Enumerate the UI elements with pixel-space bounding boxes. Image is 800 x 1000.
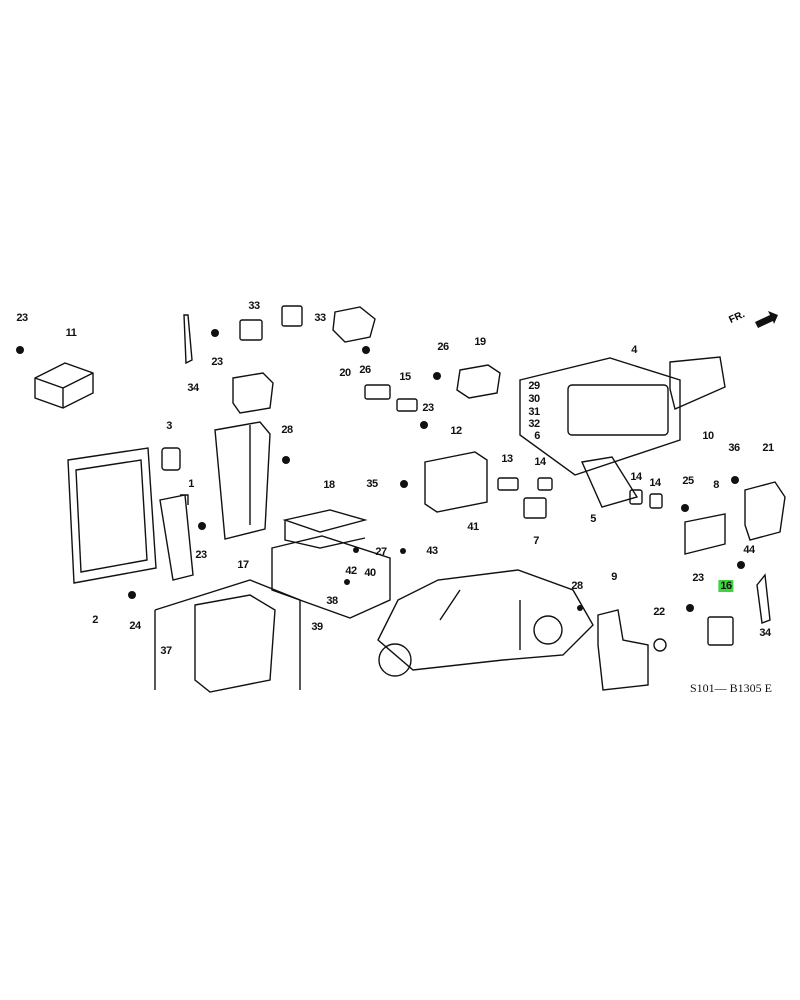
vehicle-outline: [377, 569, 594, 677]
part-label[interactable]: 23: [211, 356, 223, 368]
part-label[interactable]: 37: [160, 645, 172, 657]
part-label[interactable]: 26: [437, 341, 449, 353]
part-label[interactable]: 2: [92, 614, 98, 626]
diagram-code: S101— B1305 E: [690, 681, 773, 695]
part-22-grommet: [653, 638, 667, 652]
part-label[interactable]: 22: [653, 606, 665, 618]
part-label[interactable]: 14: [649, 477, 661, 489]
part-label[interactable]: 42: [345, 565, 357, 577]
part-label[interactable]: 14: [630, 471, 642, 483]
part-label[interactable]: 13: [501, 453, 513, 465]
part-label[interactable]: 26: [359, 364, 371, 376]
part-label[interactable]: 17: [237, 559, 249, 571]
part-label[interactable]: 15: [399, 371, 411, 383]
part-label[interactable]: 30: [528, 393, 540, 405]
part-label[interactable]: 25: [682, 475, 694, 487]
part-label[interactable]: 4: [631, 344, 637, 356]
part-label[interactable]: 3: [166, 420, 172, 432]
part-label[interactable]: 7: [533, 535, 539, 547]
part-12-module: [424, 451, 488, 513]
part-label[interactable]: 43: [426, 545, 438, 557]
part-label-highlighted[interactable]: 16: [718, 580, 734, 592]
part-label[interactable]: 1: [188, 478, 194, 490]
part-label[interactable]: 10: [702, 430, 714, 442]
part-label[interactable]: 38: [326, 595, 338, 607]
part-label[interactable]: 23: [16, 312, 28, 324]
part-label[interactable]: 19: [474, 336, 486, 348]
part-label[interactable]: 27: [375, 546, 387, 558]
part-label[interactable]: 28: [571, 580, 583, 592]
part-label[interactable]: 12: [450, 425, 462, 437]
part-37-ecu: [154, 579, 301, 693]
part-label[interactable]: 11: [65, 327, 77, 339]
part-label[interactable]: 34: [187, 382, 199, 394]
part-label[interactable]: 6: [534, 430, 540, 442]
part-14-relay: [537, 477, 663, 509]
part-label[interactable]: 32: [528, 418, 540, 430]
part-label[interactable]: 21: [762, 442, 774, 454]
part-label[interactable]: 24: [129, 620, 141, 632]
part-33-relay-b: [281, 305, 303, 327]
fr-arrow-icon: [755, 311, 778, 328]
part-15-unit: [364, 384, 418, 412]
part-5-panel: [580, 456, 639, 508]
part-39-kit-frame: [271, 535, 391, 619]
part-33-relay-a: [239, 319, 263, 341]
part-label[interactable]: 39: [311, 621, 323, 633]
part-13-relay: [497, 477, 519, 491]
part-label[interactable]: 29: [528, 380, 540, 392]
part-16-relay: [707, 616, 734, 646]
part-label[interactable]: 23: [692, 572, 704, 584]
part-label[interactable]: 8: [713, 479, 719, 491]
part-label[interactable]: 9: [611, 571, 617, 583]
part-label[interactable]: 34: [759, 627, 771, 639]
part-20-sensor: [332, 306, 376, 343]
part-7-relay: [523, 497, 547, 519]
fasteners: [16, 329, 745, 612]
part-3-connector: [161, 447, 181, 471]
part-label[interactable]: 18: [323, 479, 335, 491]
relay-box-upper: [232, 372, 274, 414]
part-label[interactable]: 28: [281, 424, 293, 436]
part-label[interactable]: 31: [528, 406, 540, 418]
part-label[interactable]: 23: [422, 402, 434, 414]
part-17-bracket: [214, 421, 271, 540]
part-10-cover: [669, 356, 726, 410]
part-label[interactable]: 33: [248, 300, 260, 312]
part-label[interactable]: 20: [339, 367, 351, 379]
part-label[interactable]: 40: [364, 567, 376, 579]
part-label[interactable]: 23: [195, 549, 207, 561]
part-label[interactable]: 14: [534, 456, 546, 468]
part-9-unit: [597, 609, 649, 691]
part-2-ecu-bracket: [67, 447, 157, 584]
part-label[interactable]: 33: [314, 312, 326, 324]
part-8-unit: [684, 513, 726, 555]
part-34-strap: [183, 314, 193, 365]
part-19-sensor: [456, 364, 501, 399]
part-21-cover: [744, 481, 786, 541]
part-1-bracket: [159, 494, 194, 581]
part-label[interactable]: 35: [366, 478, 378, 490]
part-label[interactable]: 41: [467, 521, 479, 533]
part-label[interactable]: 5: [590, 513, 596, 525]
part-label[interactable]: 36: [728, 442, 740, 454]
part-4-fuse-box: [519, 357, 681, 476]
part-34-strap-right: [756, 573, 771, 624]
part-label[interactable]: 44: [743, 544, 755, 556]
part-11-unit: [34, 362, 94, 409]
